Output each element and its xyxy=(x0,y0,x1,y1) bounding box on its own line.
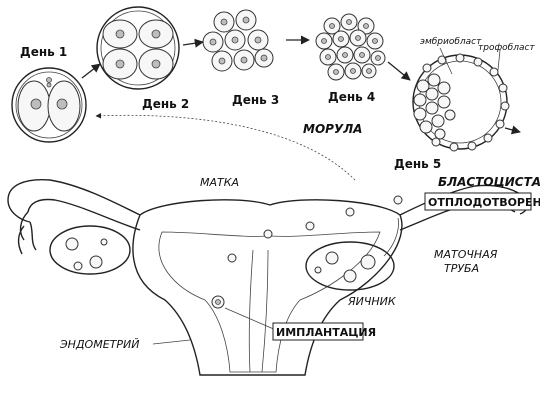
fertilization-box: ОТПЛОДОТВОРЕНИЕ xyxy=(424,192,540,211)
endometrium-label: ЭНДОМЕТРИЙ xyxy=(59,338,139,351)
right-ovary xyxy=(305,241,395,291)
day4-morula xyxy=(315,13,386,81)
ovary-label: ЯИЧНИК xyxy=(347,295,397,308)
stage-arrows xyxy=(81,35,521,181)
fertilization-label: ОТПЛОДОТВОРЕНИЕ xyxy=(428,196,540,209)
left-fallopian-tube xyxy=(7,178,141,223)
uterus-anatomy xyxy=(7,178,528,376)
day3-eight-cell-embryo xyxy=(202,9,274,72)
endometrium xyxy=(158,231,381,373)
left-ovary xyxy=(49,225,131,275)
uterus-body xyxy=(132,199,403,376)
tube-embryo-2 xyxy=(305,221,315,231)
blastocyst-label: БЛАСТОЦИСТА xyxy=(438,175,540,189)
trophoblast-label: трофобласт xyxy=(478,43,535,53)
endometrium-leader xyxy=(152,339,191,345)
tube-label-line1: МАТОЧНАЯ xyxy=(434,248,498,261)
uterus-label: МАТКА xyxy=(200,176,239,189)
arrow-day4-day5 xyxy=(387,61,411,81)
tube-embryo-1 xyxy=(263,229,273,239)
implantation-box: ИМПЛАНТАЦИЯ xyxy=(272,322,376,341)
arrow-path-back xyxy=(95,112,356,181)
left-fimbriae xyxy=(17,211,37,255)
embryoblast-leader xyxy=(439,47,453,75)
morula-label: МОРУЛА xyxy=(303,122,362,136)
arrow-day2-day3 xyxy=(182,38,204,48)
day1-two-cell-embryo xyxy=(11,67,87,143)
day1-label: День 1 xyxy=(20,45,67,59)
day2-four-cell-embryo xyxy=(96,6,180,90)
tube-label-line2: ТРУБА xyxy=(444,262,479,275)
implantation-leader xyxy=(224,307,277,331)
arrow-day1-day2 xyxy=(81,63,101,79)
day5-label: День 5 xyxy=(394,157,441,171)
day4-label: День 4 xyxy=(328,90,375,104)
day5-blastocyst xyxy=(412,53,510,152)
implantation-label: ИМПЛАНТАЦИЯ xyxy=(276,326,376,339)
embryoblast-label: эмбриобласт xyxy=(420,37,482,47)
trophoblast-leader xyxy=(497,49,501,71)
tube-embryo-3 xyxy=(345,207,355,217)
day3-label: День 3 xyxy=(232,93,279,107)
day2-label: День 2 xyxy=(142,97,189,111)
uterus-embryo xyxy=(227,253,237,263)
arrow-blastocyst-out xyxy=(504,125,521,135)
tube-embryo-4 xyxy=(393,195,403,205)
leader-lines xyxy=(152,47,501,345)
